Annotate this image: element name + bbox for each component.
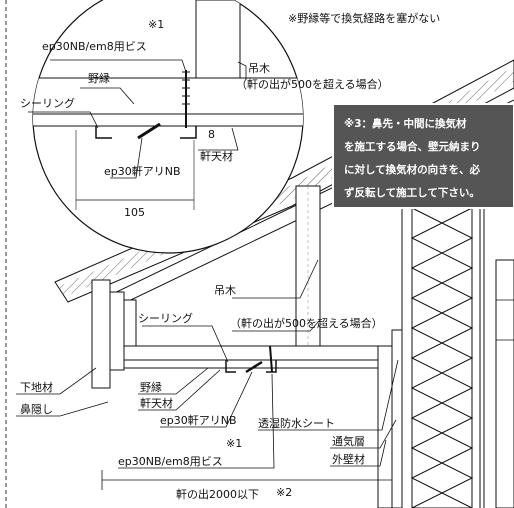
note-line-2: を施工する場合、壁元納まり [344, 140, 481, 153]
substrate-board [109, 291, 125, 371]
main-membrane-label: 透湿防水シート [258, 416, 335, 430]
detail-sealing-label: シーリング [20, 96, 75, 110]
main-exterior-label: 外壁材 [332, 452, 365, 466]
main-mark1: ※1 [226, 437, 242, 450]
top-note: ※野縁等で換気経路を塞がない [288, 11, 440, 25]
main-mark2: ※2 [276, 486, 292, 499]
note-line-4: ず反転して施工して下さい。 [344, 186, 480, 199]
main-screw-label: ep30NB/em8用ビス [118, 455, 223, 468]
detail-dimension-105: 105 [124, 206, 145, 219]
note-line-3: に対して換気材の向きを、必 [344, 163, 481, 176]
detail-mark1: ※1 [148, 18, 164, 31]
detail-joist-label: 野縁 [88, 71, 110, 85]
exterior-wall-board [377, 345, 393, 508]
detail-product-label: ep30軒アリNB [104, 165, 181, 178]
main-soffit-label: 軒天材 [140, 396, 173, 410]
main-hanger-note: （軒の出が500を超える場合） [230, 316, 383, 330]
main-substrate-label: 下地材 [20, 380, 53, 394]
detail-soffit-label: 軒天材 [200, 149, 233, 163]
detail-hanger-note: （軒の出が500を超える場合） [236, 77, 389, 91]
main-hanger-label: 吊木 [214, 284, 236, 297]
main-vent-layer-label: 通気層 [332, 434, 365, 448]
main-joist-label: 野縁 [140, 380, 162, 394]
eave-dimension-label: 軒の出2000以下 [176, 487, 259, 501]
note-box: ※3：鼻先・中間に換気材 を施工する場合、壁元納まり に対して換気材の向きを、必… [332, 103, 514, 209]
detail-dimension-8: 8 [208, 128, 215, 141]
main-fascia-label: 鼻隠し [20, 402, 53, 416]
ceiling-joist [123, 345, 395, 361]
detail-screw-label: ep30NB/em8用ビス [42, 40, 147, 53]
main-product-label: ep30軒アリNB [160, 414, 237, 427]
main-sealing-label: シーリング [138, 311, 193, 325]
insulation [411, 207, 473, 508]
detail-hanger-label: 吊木 [248, 62, 270, 75]
note-line-1: ※3：鼻先・中間に換気材 [344, 117, 467, 130]
fascia-board [91, 279, 111, 389]
detail-circle: ※1 ep30NB/em8用ビス 野縁 シーリング ep30軒アリNB 105 … [20, 0, 389, 254]
